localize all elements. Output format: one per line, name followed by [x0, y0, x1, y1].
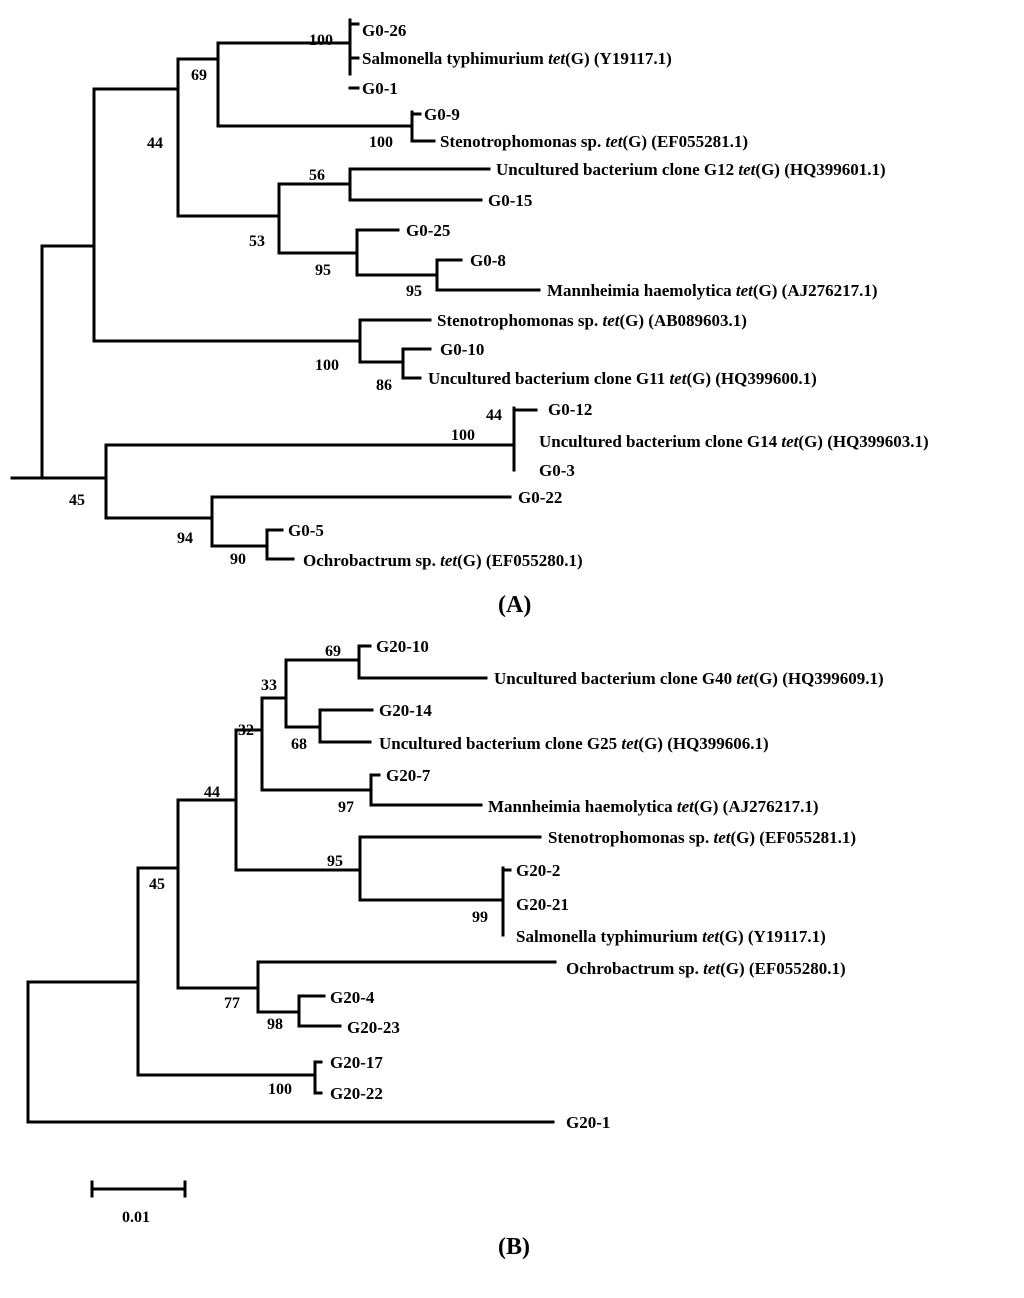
bootstrap-value: 100 [315, 357, 339, 374]
leaf-g20-22: G20-22 [330, 1084, 383, 1103]
bootstrap-value: 97 [338, 799, 354, 816]
bootstrap-value: 56 [309, 167, 325, 184]
bootstrap-value: 44 [204, 784, 220, 801]
leaf-clone-g40: Uncultured bacterium clone G40 tet(G) (H… [494, 669, 884, 688]
leaf-clone-g11: Uncultured bacterium clone G11 tet(G) (H… [428, 369, 817, 388]
bootstrap-value: 100 [268, 1081, 292, 1098]
leaf-g20-10: G20-10 [376, 637, 429, 656]
leaf-g0-10: G0-10 [440, 340, 484, 359]
leaf-mannheimia-haemolytica: Mannheimia haemolytica tet(G) (AJ276217.… [547, 281, 878, 300]
leaf-g20-23: G20-23 [347, 1018, 400, 1037]
panel-b-leaf-labels: G20-10 Uncultured bacterium clone G40 te… [330, 637, 884, 1132]
leaf-g0-9: G0-9 [424, 105, 460, 124]
bootstrap-value: 94 [177, 530, 193, 547]
leaf-g0-22: G0-22 [518, 488, 562, 507]
bootstrap-value: 45 [69, 492, 85, 509]
leaf-clone-g25: Uncultured bacterium clone G25 tet(G) (H… [379, 734, 769, 753]
bootstrap-value: 95 [406, 283, 422, 300]
bootstrap-value: 44 [486, 407, 502, 424]
leaf-ochrobactrum-b: Ochrobactrum sp. tet(G) (EF055280.1) [566, 959, 846, 978]
leaf-g0-8: G0-8 [470, 251, 506, 270]
bootstrap-value: 69 [325, 643, 341, 660]
bootstrap-value: 98 [267, 1016, 283, 1033]
leaf-g0-15: G0-15 [488, 191, 532, 210]
bootstrap-value: 44 [147, 135, 163, 152]
leaf-g20-14: G20-14 [379, 701, 432, 720]
leaf-stenotrophomonas-ef055281: Stenotrophomonas sp. tet(G) (EF055281.1) [440, 132, 748, 151]
leaf-g20-7: G20-7 [386, 766, 431, 785]
leaf-g20-21: G20-21 [516, 895, 569, 914]
leaf-g0-12: G0-12 [548, 400, 592, 419]
panel-b-bootstrap-values: 69 33 68 32 44 97 95 99 45 77 98 100 [149, 643, 488, 1098]
leaf-ochrobactrum: Ochrobactrum sp. tet(G) (EF055280.1) [303, 551, 583, 570]
leaf-g20-4: G20-4 [330, 988, 375, 1007]
bootstrap-value: 53 [249, 233, 265, 250]
bootstrap-value: 100 [369, 134, 393, 151]
bootstrap-value: 100 [451, 427, 475, 444]
bootstrap-value: 95 [315, 262, 331, 279]
bootstrap-value: 86 [376, 377, 392, 394]
panel-a-leaf-labels: G0-26 Salmonella typhimurium tet(G) (Y19… [288, 21, 929, 570]
panel-b-caption: (B) [498, 1234, 530, 1260]
leaf-clone-g14: Uncultured bacterium clone G14 tet(G) (H… [539, 432, 929, 451]
leaf-mannheimia-haemolytica-b: Mannheimia haemolytica tet(G) (AJ276217.… [488, 797, 819, 816]
bootstrap-value: 68 [291, 736, 307, 753]
leaf-g20-2: G20-2 [516, 861, 560, 880]
bootstrap-value: 90 [230, 551, 246, 568]
leaf-salmonella-typhimurium: Salmonella typhimurium tet(G) (Y19117.1) [362, 49, 672, 68]
panel-b-tree [26, 644, 557, 1124]
leaf-g20-1: G20-1 [566, 1113, 610, 1132]
leaf-salmonella-typhimurium-b: Salmonella typhimurium tet(G) (Y19117.1) [516, 927, 826, 946]
leaf-g0-3: G0-3 [539, 461, 575, 480]
scale-bar: 0.01 [90, 1180, 187, 1226]
panel-a-caption: (A) [498, 592, 531, 618]
panel-a-bootstrap-values: 100 69 44 100 56 53 95 95 100 86 44 100 … [69, 32, 502, 568]
leaf-g20-17: G20-17 [330, 1053, 383, 1072]
scale-bar-label: 0.01 [122, 1209, 150, 1226]
bootstrap-value: 45 [149, 876, 165, 893]
panel-a-tree [10, 18, 541, 561]
leaf-g0-1: G0-1 [362, 79, 398, 98]
leaf-g0-26: G0-26 [362, 21, 406, 40]
leaf-stenotrophomonas-ab089603: Stenotrophomonas sp. tet(G) (AB089603.1) [437, 311, 747, 330]
bootstrap-value: 77 [224, 995, 240, 1012]
bootstrap-value: 69 [191, 67, 207, 84]
bootstrap-value: 33 [261, 677, 277, 694]
bootstrap-value: 99 [472, 909, 488, 926]
leaf-clone-g12: Uncultured bacterium clone G12 tet(G) (H… [496, 160, 886, 179]
bootstrap-value: 95 [327, 853, 343, 870]
leaf-stenotrophomonas-b: Stenotrophomonas sp. tet(G) (EF055281.1) [548, 828, 856, 847]
leaf-g0-5: G0-5 [288, 521, 324, 540]
bootstrap-value: 32 [238, 722, 254, 739]
bootstrap-value: 100 [309, 32, 333, 49]
leaf-g0-25: G0-25 [406, 221, 450, 240]
